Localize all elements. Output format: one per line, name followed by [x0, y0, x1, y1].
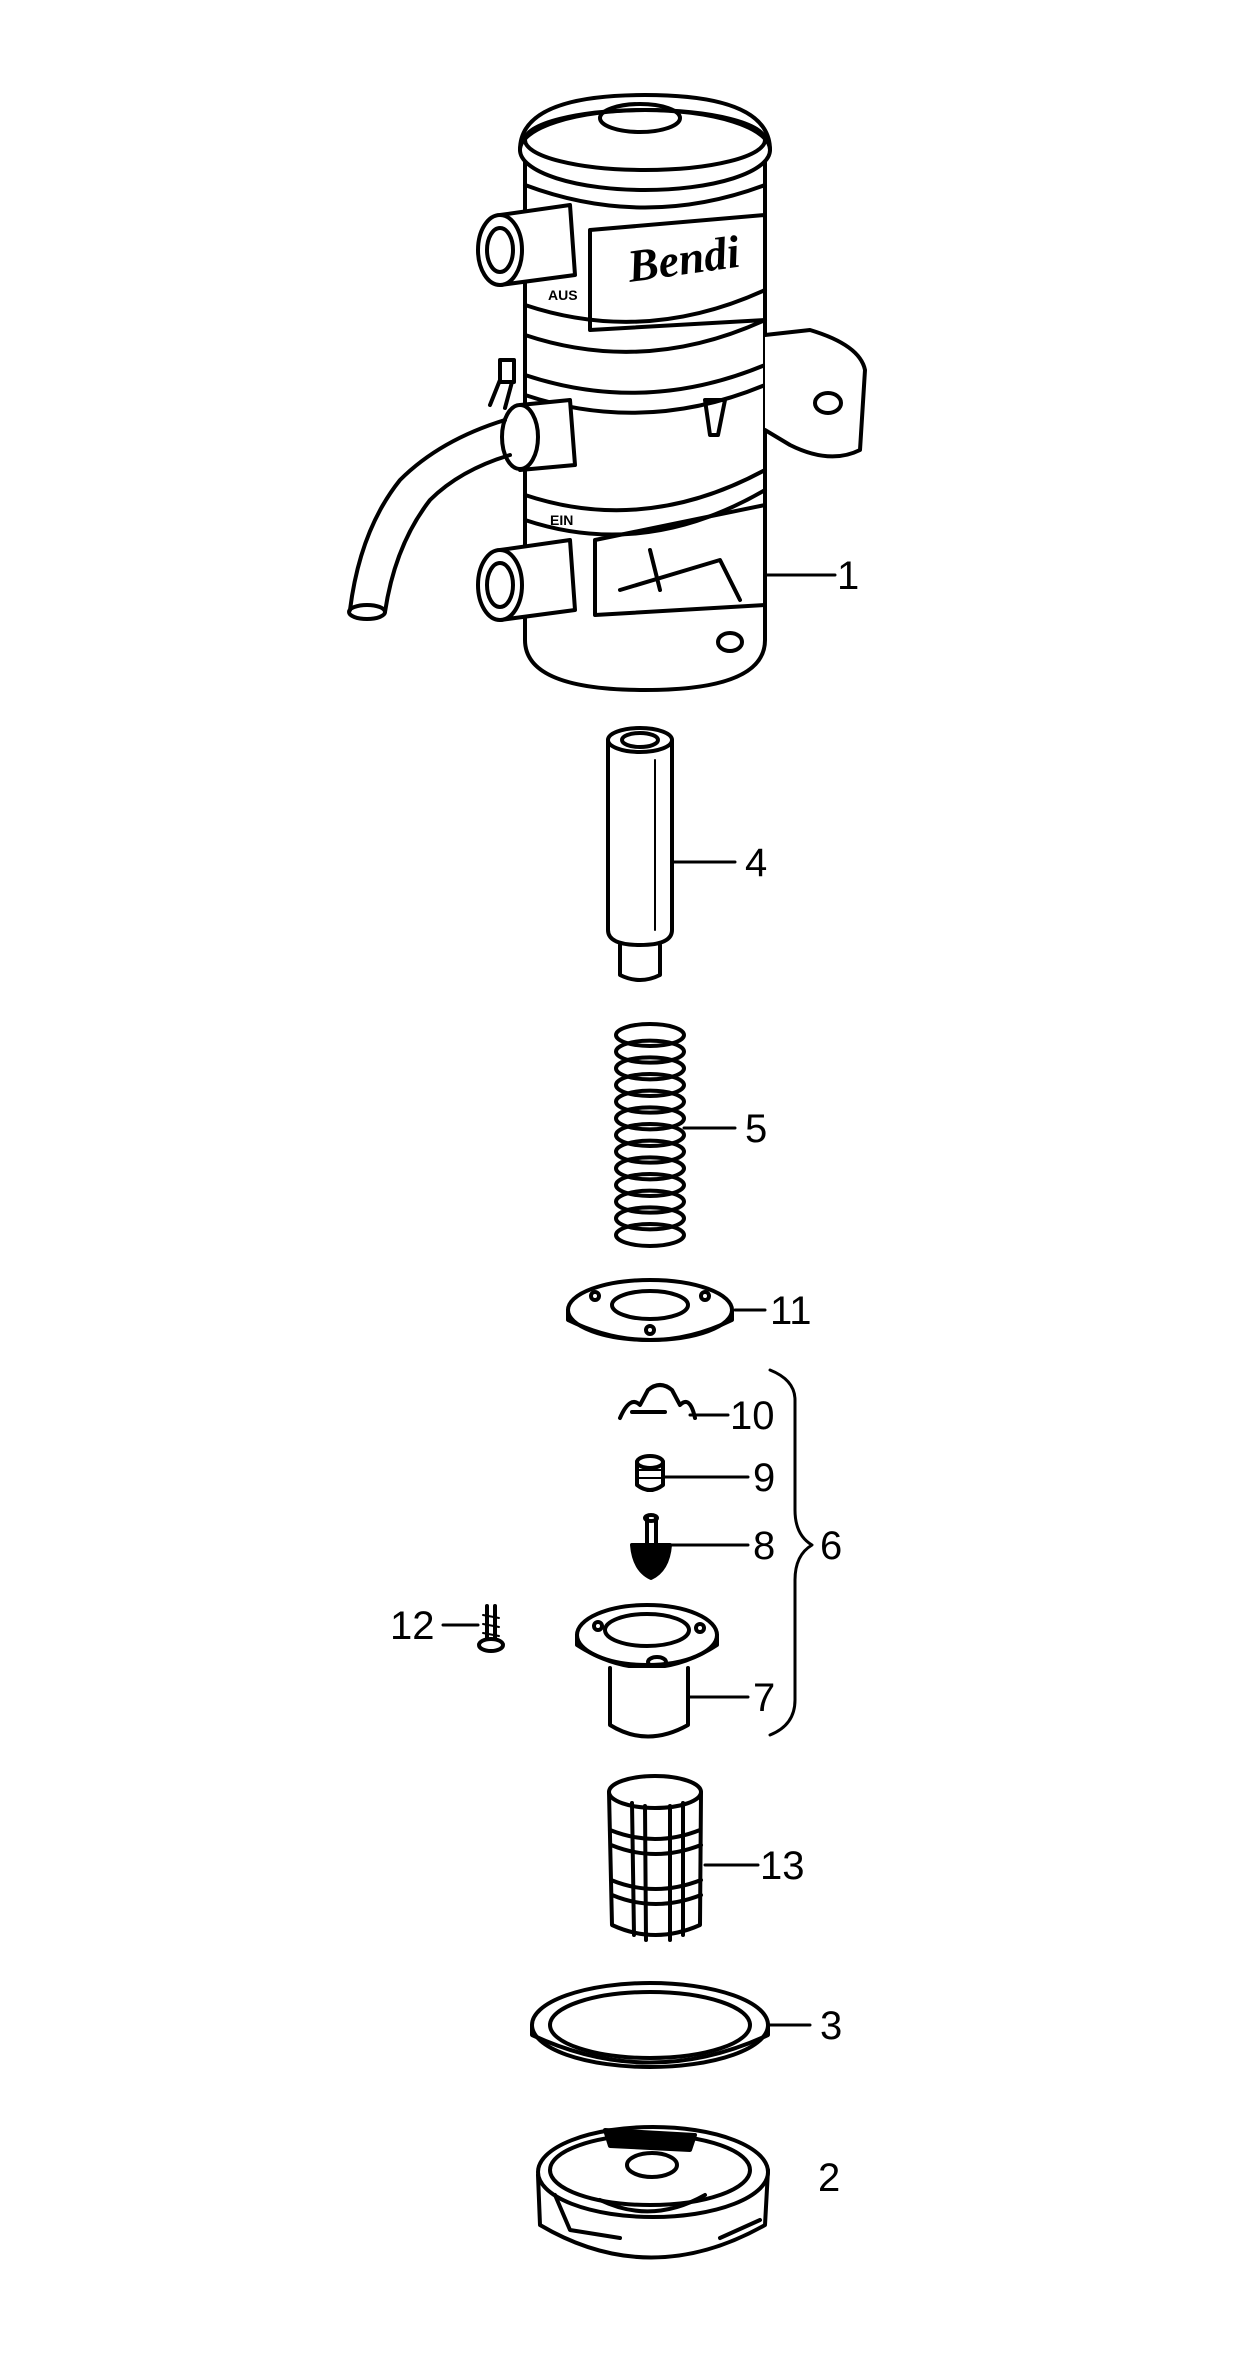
spring [614, 1022, 686, 1248]
strainer-basket [607, 1774, 703, 1942]
outlet-port [476, 203, 577, 287]
retaining-clip [618, 1383, 697, 1420]
spring-coil [614, 1222, 686, 1248]
outlet-label: AUS [548, 287, 578, 303]
electrical-cable [347, 358, 577, 621]
spring-coil [614, 1022, 686, 1048]
callout-5: 5 [745, 1107, 767, 1151]
spring-coil [614, 1055, 686, 1082]
callout-12: 12 [390, 1604, 435, 1648]
gasket-ring [530, 1981, 770, 2069]
valve-cap [635, 1454, 665, 1492]
spring-coil [614, 1205, 686, 1232]
plunger-tube [606, 726, 674, 982]
callout-9: 9 [753, 1456, 775, 1500]
callout-8: 8 [753, 1524, 775, 1568]
spring-coil [614, 1105, 686, 1132]
inlet-port [476, 538, 577, 622]
leader-lines [441, 573, 837, 2027]
spring-coil [614, 1072, 686, 1098]
callout-2: 2 [818, 2156, 840, 2200]
spring-coil [614, 1088, 686, 1115]
callout-7: 7 [753, 1676, 775, 1720]
check-valve [630, 1513, 672, 1580]
bottom-cover [536, 2125, 770, 2260]
spring-coil [614, 1188, 686, 1215]
inlet-label: EIN [550, 512, 573, 528]
valve-housing [575, 1603, 719, 1739]
callout-3: 3 [820, 2004, 842, 2048]
callout-13: 13 [760, 1844, 805, 1888]
spring-coil [614, 1038, 686, 1065]
spring-coil [614, 1155, 686, 1182]
callout-4: 4 [745, 841, 767, 885]
fuel-pump-housing [347, 93, 867, 692]
washer-plate [566, 1278, 734, 1342]
spring-coil [614, 1172, 686, 1198]
callout-1: 1 [837, 554, 859, 598]
screw [477, 1604, 505, 1653]
spring-coil [614, 1122, 686, 1148]
callout-11: 11 [770, 1289, 812, 1333]
callout-10: 10 [730, 1394, 775, 1438]
spring-coil [614, 1138, 686, 1165]
callout-labels: 1 4 5 11 10 9 8 6 12 7 13 3 2 [390, 554, 859, 2200]
callout-6: 6 [820, 1524, 842, 1568]
